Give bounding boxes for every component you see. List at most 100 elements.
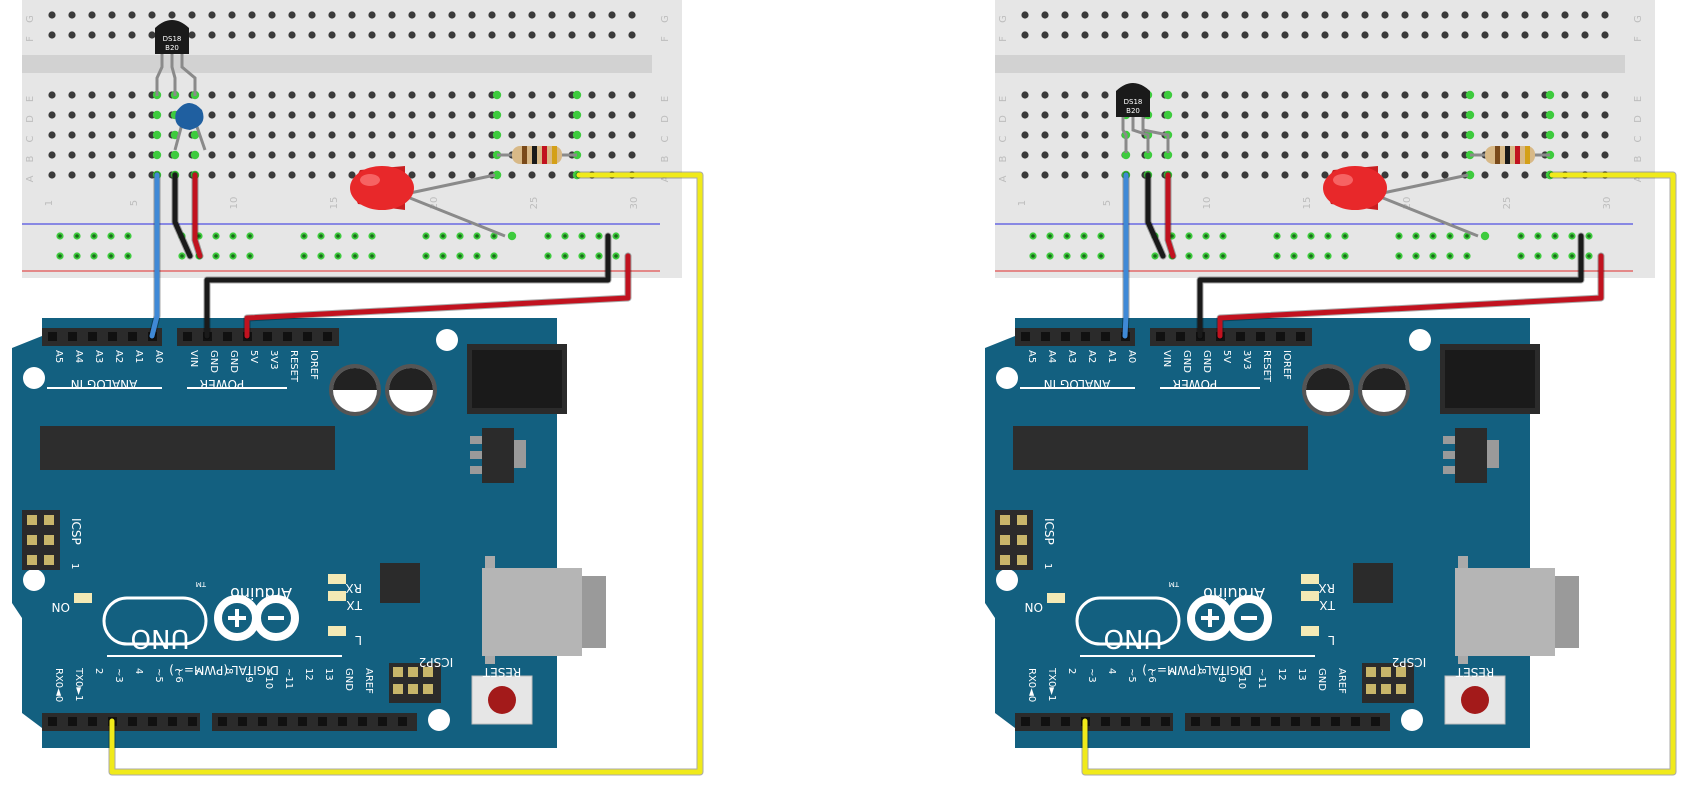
hole: [408, 91, 416, 99]
rail-hole-core: [336, 254, 340, 258]
active-hole: [507, 231, 517, 241]
hole: [268, 131, 276, 139]
hole: [1321, 111, 1329, 119]
hole: [1441, 111, 1449, 119]
hole: [448, 151, 456, 159]
hole: [1101, 131, 1109, 139]
digital-pin-label: 8: [223, 668, 234, 674]
hole: [1181, 11, 1189, 19]
hole: [1121, 31, 1129, 39]
sensor-gnd-wire: [172, 172, 193, 259]
hole: [1341, 111, 1349, 119]
hole: [48, 171, 56, 179]
hole: [88, 31, 96, 39]
sensor-leg: [180, 52, 197, 96]
icsp-pin1-label: 1: [1042, 563, 1053, 569]
hole: [1581, 151, 1589, 159]
hole: [128, 11, 136, 19]
rail-hole-core: [1414, 254, 1418, 258]
hole: [208, 11, 216, 19]
hole: [548, 91, 556, 99]
hole: [468, 171, 476, 179]
hole: [468, 91, 476, 99]
hole: [1081, 91, 1089, 99]
hole: [1361, 111, 1369, 119]
sensor-label-line2: B20: [165, 44, 179, 52]
hole: [1381, 91, 1389, 99]
digital-pin-label: RX0◄0: [53, 668, 64, 702]
rail-hole-core: [1204, 234, 1208, 238]
digital-pin-label: AREF: [1336, 668, 1347, 694]
brand-label: Arduino: [1203, 584, 1265, 603]
hole: [228, 31, 236, 39]
rail-hole-core: [1431, 234, 1435, 238]
rail-hole-core: [546, 254, 550, 258]
hole: [208, 31, 216, 39]
hole: [1201, 131, 1209, 139]
row-letter-right: C: [1633, 135, 1644, 142]
tm-label: TM: [1169, 580, 1180, 588]
digital-pin-label: GND: [1316, 668, 1327, 691]
hole: [1061, 11, 1069, 19]
a0-signal-wire: [149, 172, 160, 339]
analog-pin-label: A4: [73, 350, 84, 363]
hole: [1261, 151, 1269, 159]
hole: [1281, 91, 1289, 99]
hole: [308, 111, 316, 119]
hole: [1361, 151, 1369, 159]
power-pin-label: GND: [1201, 350, 1212, 373]
hole: [208, 131, 216, 139]
icsp-label: ICSP: [1042, 518, 1056, 545]
hole: [48, 91, 56, 99]
rail-hole-core: [1153, 254, 1157, 258]
hole: [1301, 151, 1309, 159]
row-letter-left: B: [25, 155, 36, 162]
hole: [1381, 171, 1389, 179]
led-leg-2: [1382, 196, 1479, 238]
rail-hole-core: [1309, 254, 1313, 258]
hole: [148, 31, 156, 39]
hole: [1221, 31, 1229, 39]
hole: [508, 131, 516, 139]
hole: [1201, 91, 1209, 99]
column-number: 20: [429, 197, 440, 210]
hole: [248, 31, 256, 39]
hole: [608, 91, 616, 99]
digital-pin-label: ~3: [1086, 668, 1097, 683]
rail-hole-core: [1587, 234, 1591, 238]
hole: [1261, 131, 1269, 139]
active-hole: [1163, 110, 1173, 120]
rail-hole-core: [1187, 234, 1191, 238]
sensor-label-line1: DS18: [1124, 98, 1143, 106]
hole: [1241, 91, 1249, 99]
hole: [1241, 131, 1249, 139]
hole: [1421, 171, 1429, 179]
hole: [1181, 131, 1189, 139]
digital-pin-label: AREF: [363, 668, 374, 694]
rail-hole-core: [597, 254, 601, 258]
hole: [1281, 151, 1289, 159]
hole: [548, 171, 556, 179]
hole: [288, 11, 296, 19]
led-signal-wire: [1082, 172, 1676, 775]
hole: [268, 151, 276, 159]
digital-pin-label: 12: [303, 668, 314, 681]
hole: [1581, 31, 1589, 39]
rail-hole-core: [614, 234, 618, 238]
hole: [348, 11, 356, 19]
rail-hole-core: [231, 234, 235, 238]
rail-hole-core: [1553, 254, 1557, 258]
capacitor: [173, 102, 207, 151]
hole: [1061, 131, 1069, 139]
active-hole: [1465, 90, 1475, 100]
analog-pin-label: A2: [113, 350, 124, 363]
sensor-leg: [170, 52, 177, 96]
rail-hole-core: [1570, 254, 1574, 258]
analog-pin-label: A0: [153, 350, 164, 363]
hole: [528, 171, 536, 179]
hole: [1601, 11, 1609, 19]
rail-hole-core: [546, 234, 550, 238]
